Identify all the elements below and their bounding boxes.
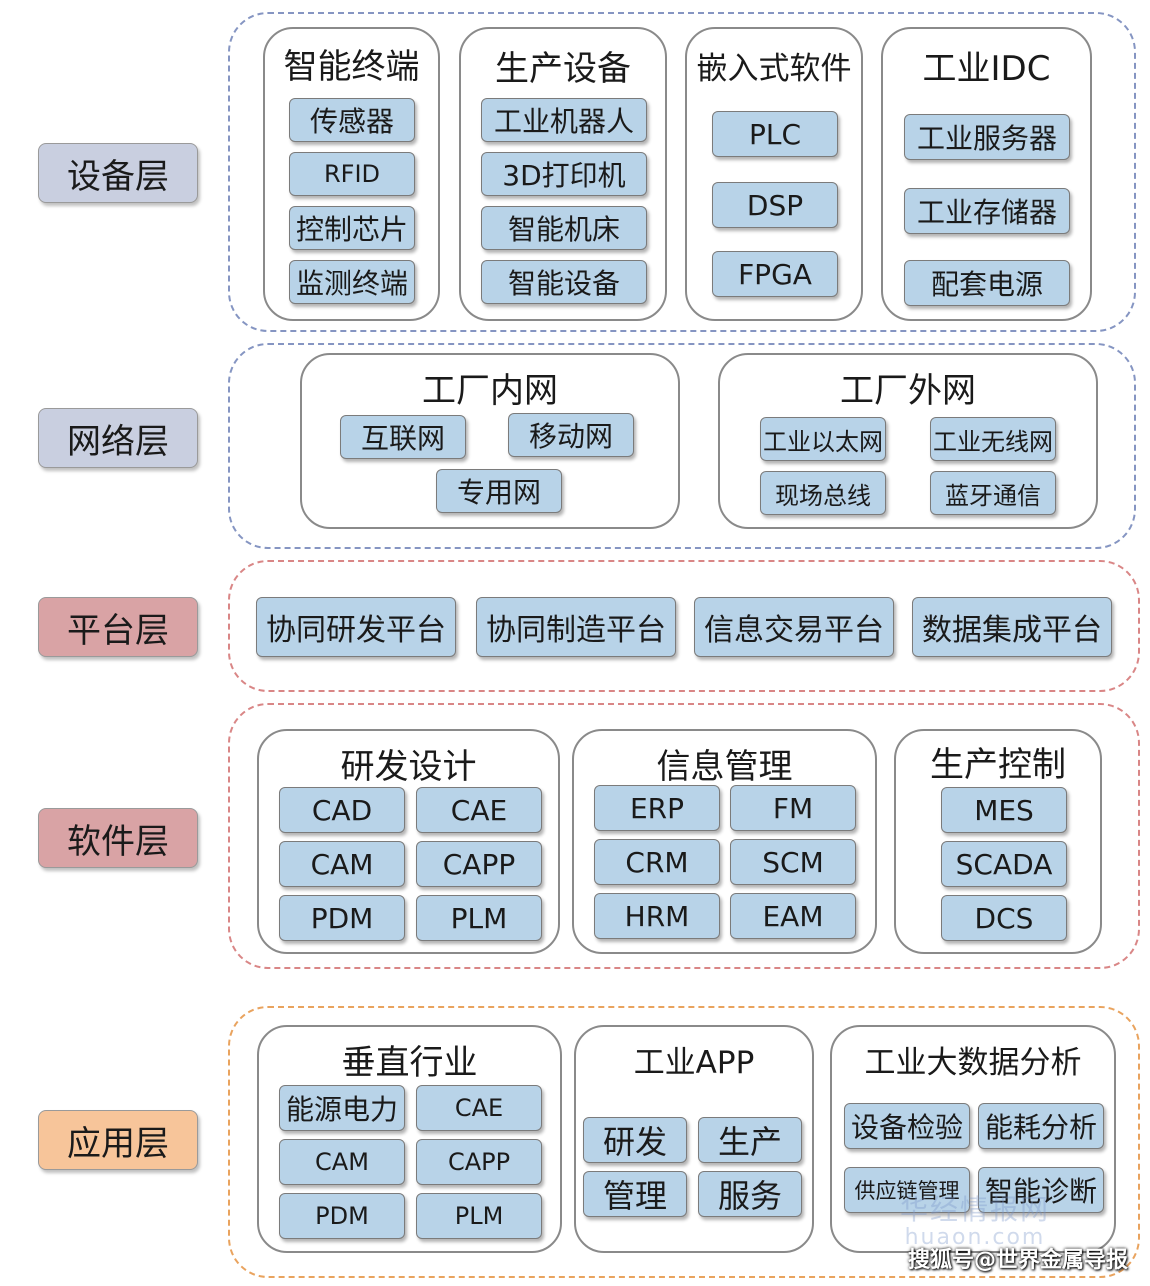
- chip: SCM: [730, 839, 856, 885]
- watermark-credit: 搜狐号@世界金属导报: [907, 1248, 1128, 1273]
- chip: SCADA: [941, 841, 1067, 887]
- group-production-control: 生产控制 MES SCADA DCS: [894, 729, 1102, 954]
- group-title: 生产设备: [495, 49, 631, 89]
- platform-chip: 协同研发平台: [256, 597, 456, 657]
- group-title: 工业APP: [633, 1045, 755, 1081]
- chip: 能源电力: [279, 1085, 405, 1131]
- chip: 工业服务器: [904, 114, 1070, 160]
- group-industrial-idc: 工业IDC 工业服务器 工业存储器 配套电源: [881, 27, 1092, 321]
- chip: CAE: [416, 787, 542, 833]
- chip: RFID: [289, 152, 415, 196]
- group-info-management: 信息管理 ERP FM CRM SCM HRM EAM: [572, 729, 877, 954]
- chip: 服务: [698, 1171, 802, 1217]
- group-title: 智能终端: [283, 47, 420, 87]
- chip: FPGA: [712, 251, 838, 297]
- chip: 能耗分析: [978, 1103, 1104, 1149]
- chip: 智能设备: [481, 260, 647, 304]
- chip: FM: [730, 785, 856, 831]
- group-title: 信息管理: [656, 747, 793, 787]
- chip: CAM: [279, 841, 405, 887]
- chip: 工业以太网: [760, 417, 886, 461]
- chip: 控制芯片: [289, 206, 415, 250]
- watermark-logo: 华经情报网 huaon.com: [830, 1190, 1120, 1250]
- chip: 监测终端: [289, 260, 415, 304]
- group-industrial-big-data: 工业大数据分析 设备检验 能耗分析 供应链管理 智能诊断: [830, 1025, 1116, 1253]
- group-title: 工业IDC: [922, 49, 1051, 89]
- chip: 配套电源: [904, 260, 1070, 306]
- chip: CAE: [416, 1085, 542, 1131]
- chip: DCS: [941, 895, 1067, 941]
- chip: 专用网: [436, 469, 562, 513]
- chip: 设备检验: [844, 1103, 970, 1149]
- application-layer-frame: [228, 1006, 1140, 1278]
- chip: CAM: [279, 1139, 405, 1185]
- platform-chip: 数据集成平台: [912, 597, 1112, 657]
- chip: HRM: [594, 893, 720, 939]
- chip: 现场总线: [760, 471, 886, 515]
- platform-chip: 信息交易平台: [694, 597, 894, 657]
- chip: 供应链管理: [844, 1167, 970, 1213]
- chip: 智能诊断: [978, 1167, 1104, 1213]
- network-layer-frame: [228, 343, 1136, 549]
- group-production-equipment: 生产设备 工业机器人 3D打印机 智能机床 智能设备: [459, 27, 667, 321]
- chip: PDM: [279, 1193, 405, 1239]
- chip: ERP: [594, 785, 720, 831]
- watermark-logo-sub: huaon.com: [904, 1225, 1046, 1250]
- group-title: 研发设计: [340, 747, 477, 787]
- chip: 智能机床: [481, 206, 647, 250]
- chip: PLM: [416, 1193, 542, 1239]
- group-industrial-app: 工业APP 研发 生产 管理 服务: [574, 1025, 814, 1253]
- chip: 互联网: [340, 415, 466, 459]
- group-vertical-industry: 垂直行业 能源电力 CAE CAM CAPP PDM PLM: [257, 1025, 562, 1253]
- layer-label-device: 设备层: [38, 143, 198, 203]
- group-factory-intranet: 工厂内网 互联网 移动网 专用网: [300, 353, 680, 529]
- chip: CRM: [594, 839, 720, 885]
- chip: DSP: [712, 182, 838, 228]
- chip: 研发: [583, 1117, 687, 1163]
- group-factory-extranet: 工厂外网 工业以太网 工业无线网 现场总线 蓝牙通信: [718, 353, 1098, 529]
- group-smart-terminal: 智能终端 传感器 RFID 控制芯片 监测终端: [263, 27, 440, 321]
- chip: 管理: [583, 1171, 687, 1217]
- device-layer-frame: [228, 12, 1136, 332]
- watermark-logo-text: 华经情报网: [899, 1193, 1050, 1226]
- group-title: 工厂内网: [422, 371, 558, 411]
- chip: MES: [941, 787, 1067, 833]
- chip: CAD: [279, 787, 405, 833]
- layer-label-application: 应用层: [38, 1110, 198, 1170]
- group-title: 嵌入式软件: [696, 51, 852, 87]
- group-embedded-software: 嵌入式软件 PLC DSP FPGA: [685, 27, 863, 321]
- platform-layer-frame: [228, 560, 1140, 692]
- chip: EAM: [730, 893, 856, 939]
- layer-label-platform: 平台层: [38, 597, 198, 657]
- chip: 3D打印机: [481, 152, 647, 196]
- chip: 移动网: [508, 413, 634, 457]
- group-title: 垂直行业: [341, 1043, 478, 1083]
- chip: 生产: [698, 1117, 802, 1163]
- chip: 传感器: [289, 98, 415, 142]
- chip: 工业存储器: [904, 188, 1070, 234]
- chip: PLM: [416, 895, 542, 941]
- group-title: 工业大数据分析: [864, 1045, 1082, 1081]
- chip: PDM: [279, 895, 405, 941]
- group-title: 生产控制: [930, 745, 1066, 785]
- chip: 工业机器人: [481, 98, 647, 142]
- layer-label-software: 软件层: [38, 808, 198, 868]
- chip: CAPP: [416, 841, 542, 887]
- chip: 工业无线网: [930, 417, 1056, 461]
- group-title: 工厂外网: [840, 371, 976, 411]
- chip: 蓝牙通信: [930, 471, 1056, 515]
- platform-chip: 协同制造平台: [476, 597, 676, 657]
- chip: CAPP: [416, 1139, 542, 1185]
- layer-label-network: 网络层: [38, 408, 198, 468]
- software-layer-frame: [228, 703, 1140, 969]
- group-rd-design: 研发设计 CAD CAE CAM CAPP PDM PLM: [257, 729, 560, 954]
- chip: PLC: [712, 111, 838, 157]
